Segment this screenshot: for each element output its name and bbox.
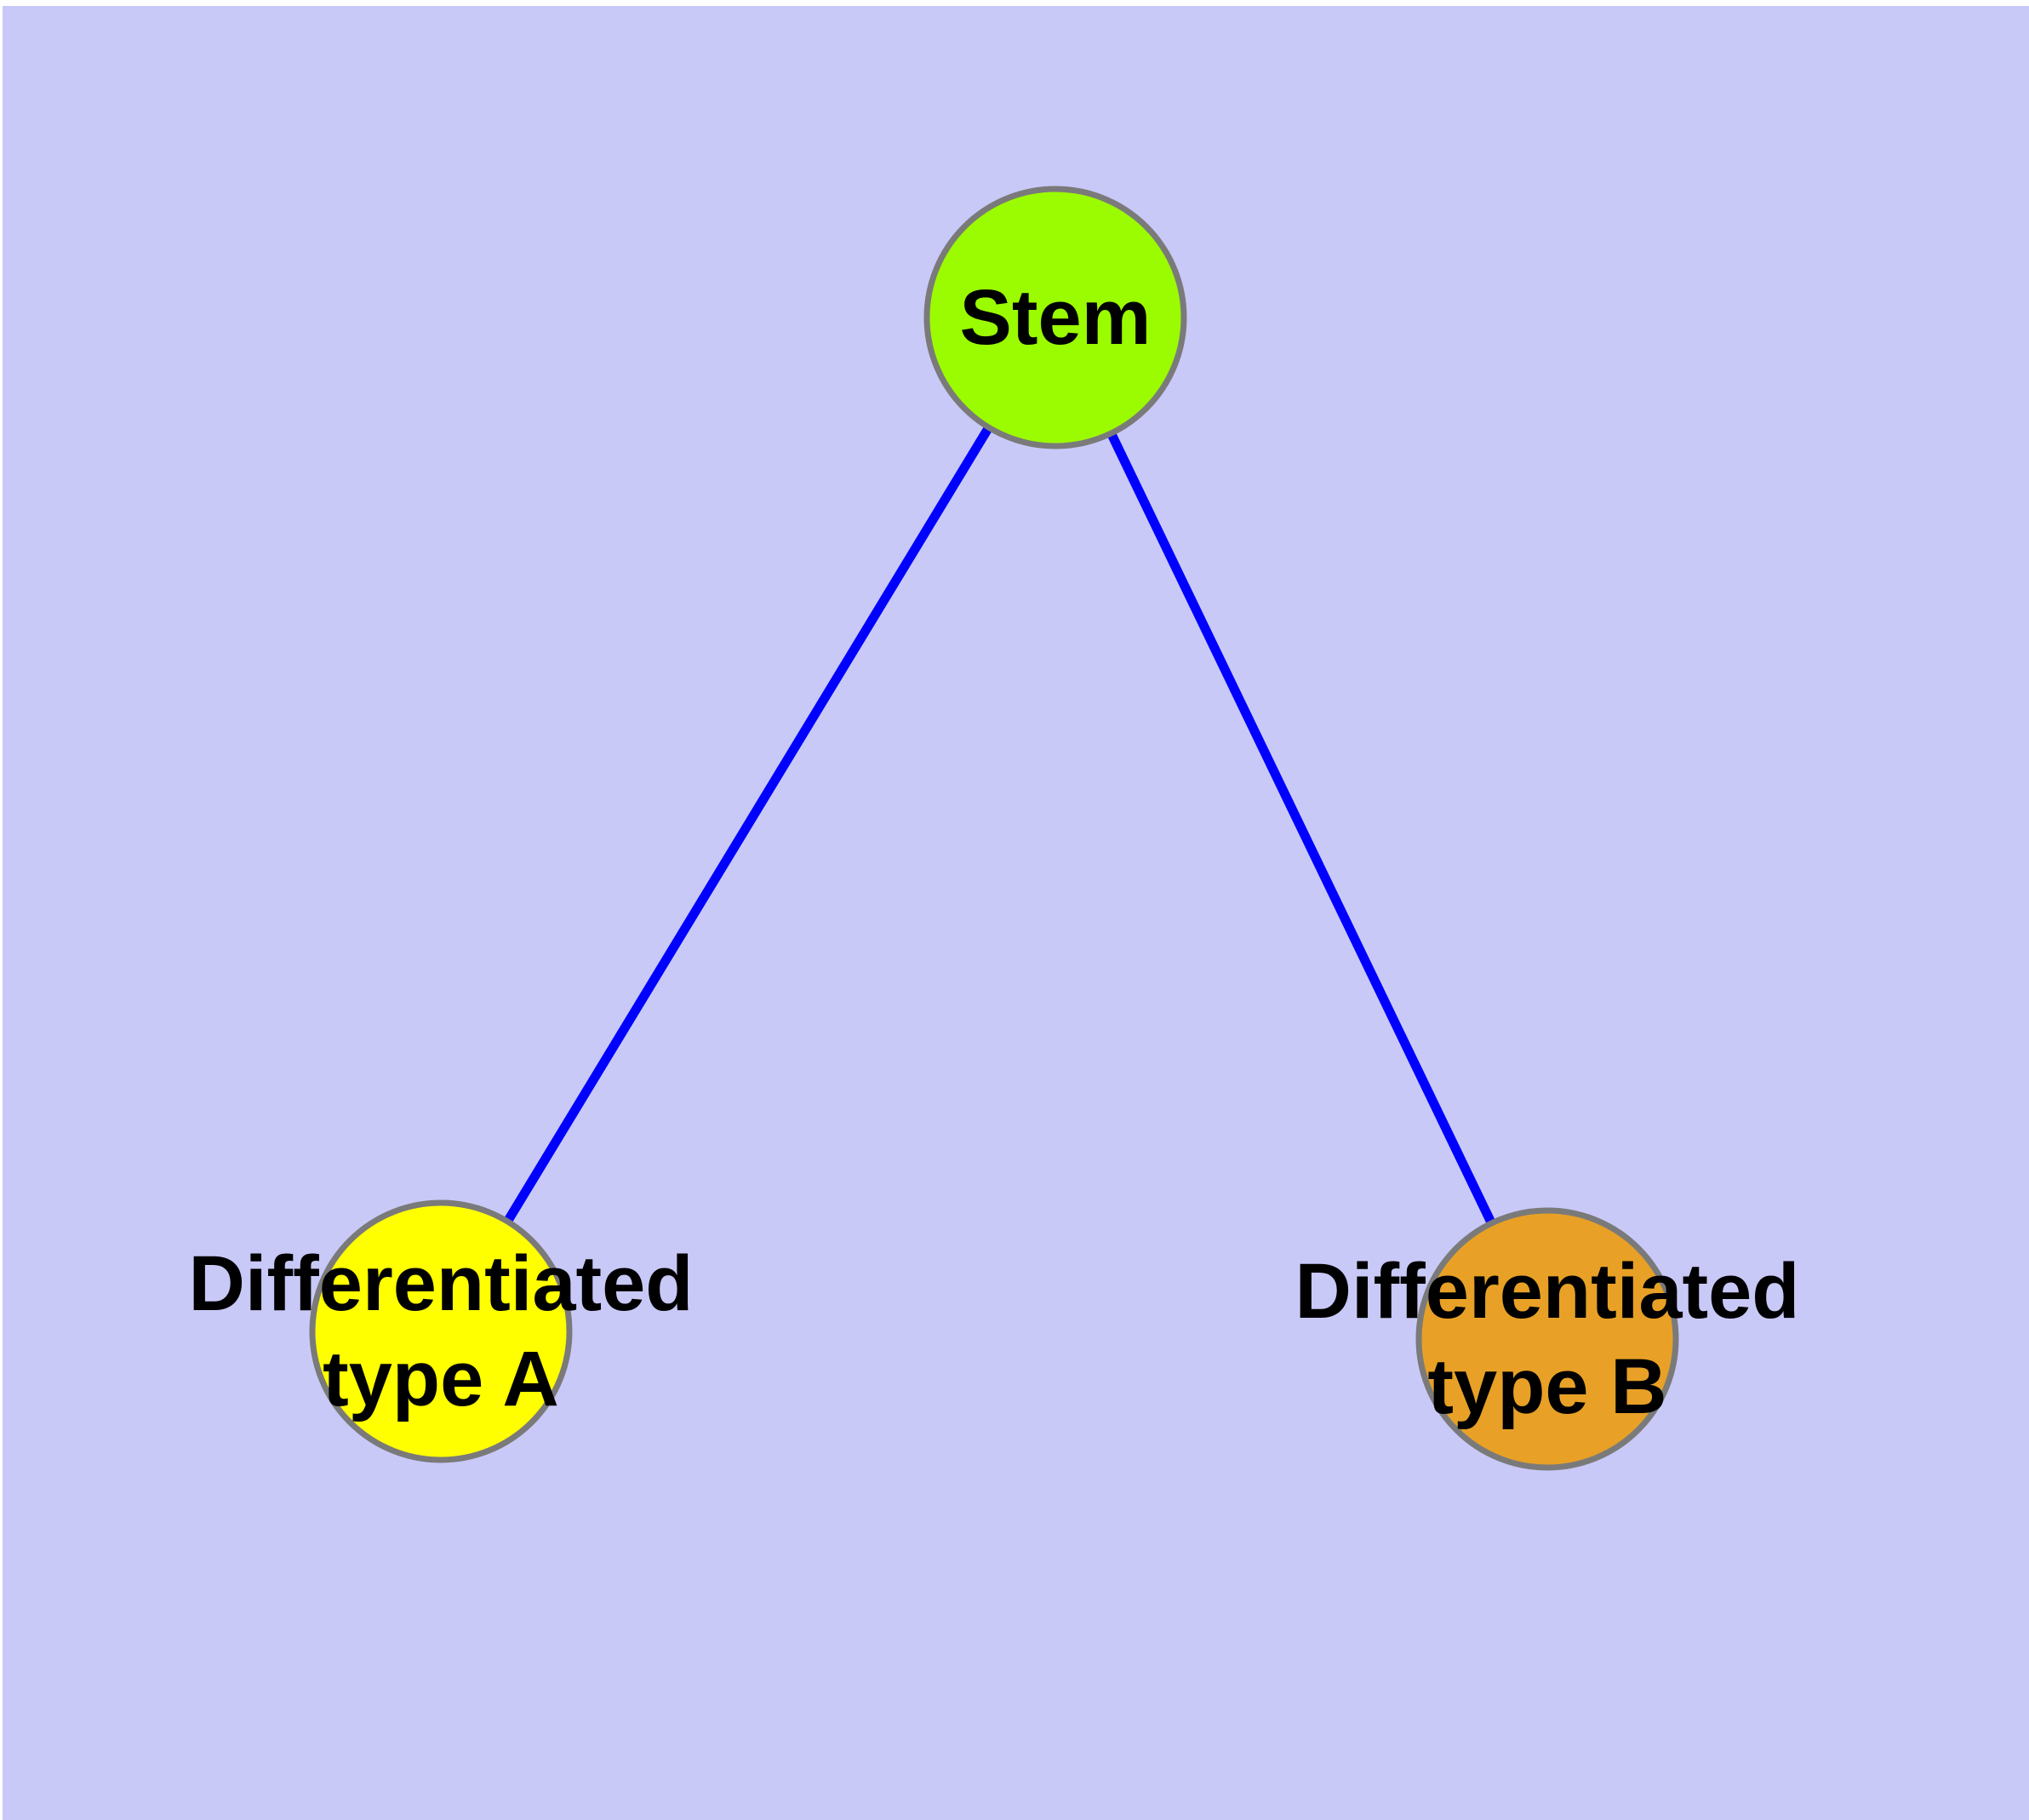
node-differentiated-type-b (1415, 1207, 1679, 1471)
node-differentiated-type-a-label-line2: type A (323, 1336, 559, 1422)
node-stem-label: Stem (960, 274, 1152, 361)
node-differentiated-type-a-label-line1: Differentiated (189, 1240, 694, 1327)
node-differentiated-type-b-label-line2: type B (1427, 1343, 1666, 1430)
edge-stem-to-type-b (1051, 315, 1552, 1342)
node-differentiated-type-b-label-line1: Differentiated (1295, 1248, 1800, 1335)
node-stem (923, 186, 1187, 449)
edge-stem-to-type-a (437, 315, 1060, 1334)
node-differentiated-type-a (309, 1199, 573, 1463)
